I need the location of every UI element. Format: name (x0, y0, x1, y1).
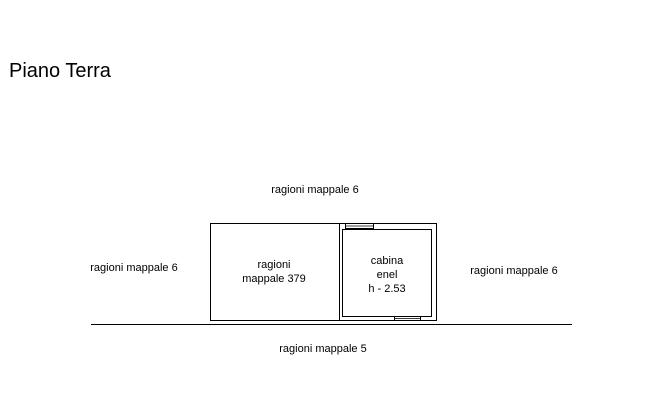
cabina-line3: h - 2.53 (368, 283, 406, 295)
cabina-line2: enel (376, 269, 398, 281)
room-379-line1: ragioni (257, 259, 291, 271)
room-379-line2: mappale 379 (242, 273, 306, 285)
building-outline (210, 223, 437, 321)
cabina-inner-wall (342, 229, 432, 317)
boundary-label-right: ragioni mappale 6 (470, 265, 558, 277)
boundary-label-top: ragioni mappale 6 (271, 184, 359, 196)
room-label-cabina: cabina enel h - 2.53 (346, 254, 428, 296)
cabina-line1: cabina (370, 255, 404, 267)
boundary-label-bottom: ragioni mappale 5 (279, 343, 367, 355)
room-label-mappale-379: ragioni mappale 379 (214, 258, 334, 286)
boundary-label-left: ragioni mappale 6 (90, 262, 178, 274)
plan-title: Piano Terra (9, 60, 111, 82)
